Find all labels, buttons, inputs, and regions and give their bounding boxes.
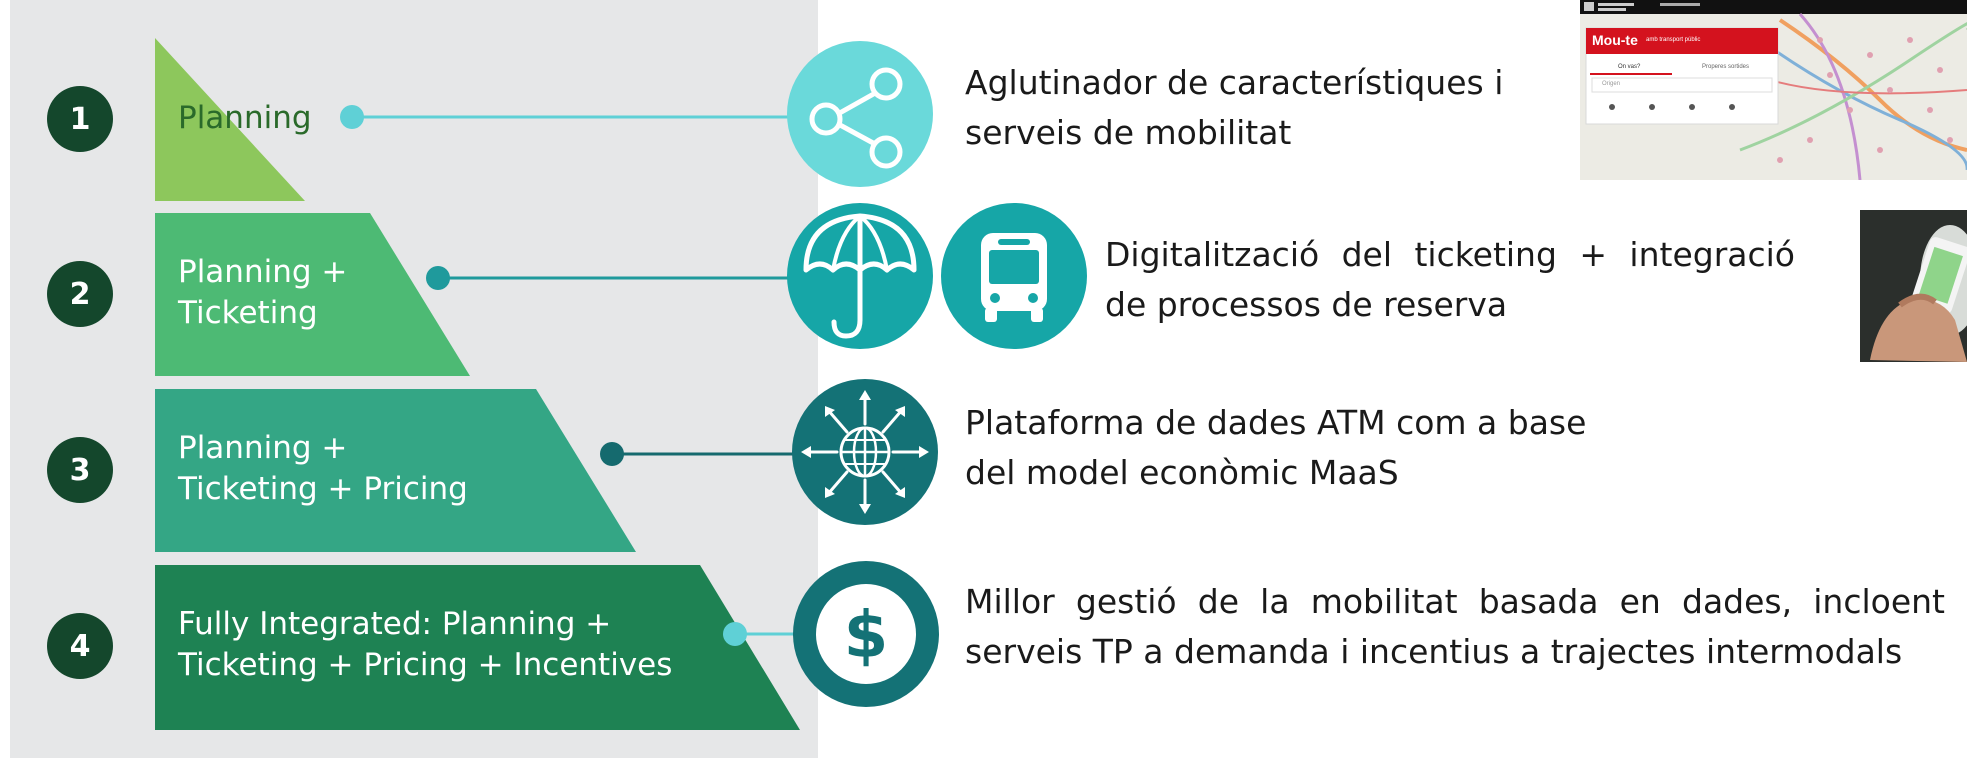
globe-arrows-icon <box>792 379 938 525</box>
level-2-number: 2 <box>47 261 113 327</box>
level-1-label: Planning <box>178 98 312 139</box>
level-4-label-line: Fully Integrated: Planning + <box>178 606 612 642</box>
level-3-label-line: Planning + <box>178 430 348 466</box>
description-2-line: de processos de reserva <box>1105 285 1508 324</box>
description-3-line: Plataforma de dades ATM com a base <box>965 403 1587 442</box>
phone-photo-drawing <box>1860 210 1967 362</box>
app-tab-destination[interactable]: On vas? <box>1618 64 1641 70</box>
connector-3-dot <box>600 442 624 466</box>
phone-ticketing-photo <box>1860 210 1967 362</box>
connector-2-dot <box>426 266 450 290</box>
share-icon <box>787 41 933 187</box>
description-2: Digitalització del ticketing + integraci… <box>1105 230 1795 330</box>
app-tab-departures[interactable]: Properes sortides <box>1702 64 1750 70</box>
tier-1-shape <box>155 38 305 201</box>
app-search-placeholder[interactable]: Origen <box>1602 81 1621 87</box>
connector-4-dot <box>723 622 747 646</box>
bus-icon <box>941 203 1087 349</box>
level-4-number: 4 <box>47 613 113 679</box>
level-2-label: Planning + Ticketing <box>178 252 347 334</box>
description-1: Aglutinador de característiques i servei… <box>965 58 1503 158</box>
app-header-subtitle: amb transport públic <box>1646 37 1701 43</box>
level-3-number: 3 <box>47 437 113 503</box>
level-4-label-line: Ticketing + Pricing + Incentives <box>178 647 673 683</box>
level-2-label-line: Planning + <box>178 254 348 290</box>
description-4-line: serveis TP a demanda i incentius a traje… <box>965 632 1903 671</box>
app-header-title: Mou-te <box>1592 32 1638 48</box>
level-4-label: Fully Integrated: Planning + Ticketing +… <box>178 604 672 686</box>
tier-2-shape <box>155 213 470 376</box>
umbrella-icon <box>787 203 933 349</box>
description-4: Millor gestió de la mobilitat basada en … <box>965 577 1945 677</box>
level-2-label-line: Ticketing <box>178 295 318 331</box>
connector-1-dot <box>340 105 364 129</box>
tier-4-shape <box>155 565 800 730</box>
description-3: Plataforma de dades ATM com a base del m… <box>965 398 1586 498</box>
svg-text:$: $ <box>844 599 889 673</box>
tier-3-shape <box>155 389 636 552</box>
description-3-line: del model econòmic MaaS <box>965 453 1399 492</box>
description-1-line: serveis de mobilitat <box>965 113 1292 152</box>
description-1-line: Aglutinador de característiques i <box>965 63 1504 102</box>
description-2-line: Digitalització del ticketing + integraci… <box>1105 235 1795 274</box>
map-background <box>1580 0 1967 180</box>
level-1-number: 1 <box>47 86 113 152</box>
app-map-thumbnail: Mou-te amb transport públic On vas? Prop… <box>1580 0 1967 180</box>
dollar-icon: $ <box>793 561 939 707</box>
level-1-label-line: Planning <box>178 100 312 136</box>
level-3-label: Planning + Ticketing + Pricing <box>178 428 468 510</box>
description-4-line: Millor gestió de la mobilitat basada en … <box>965 582 1945 621</box>
level-3-label-line: Ticketing + Pricing <box>178 471 468 507</box>
